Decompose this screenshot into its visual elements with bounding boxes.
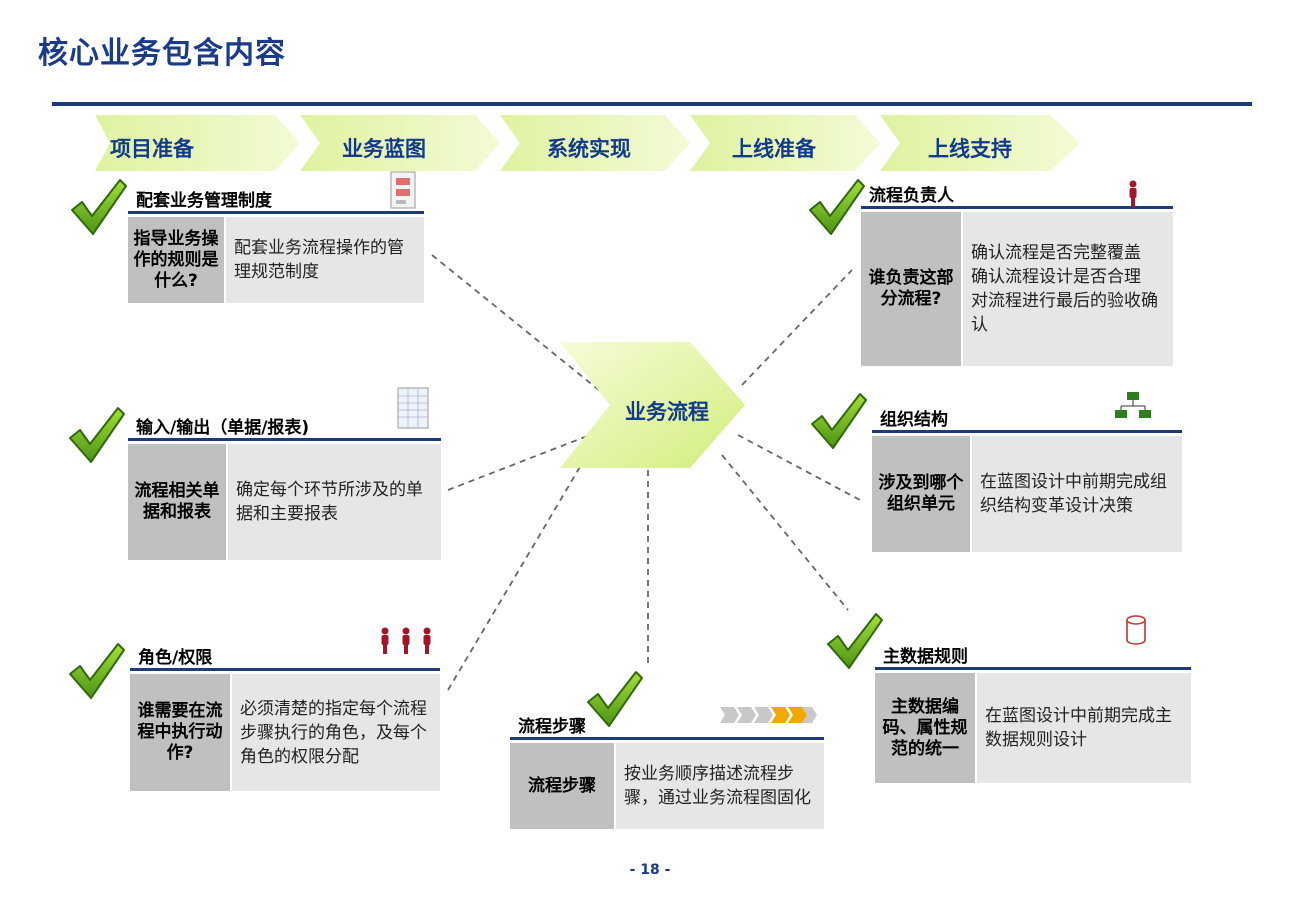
process-steps-icon bbox=[720, 707, 817, 723]
card-answer: 必须清楚的指定每个流程步骤执行的角色，及每个角色的权限分配 bbox=[240, 698, 427, 767]
person-icon bbox=[1129, 180, 1137, 207]
card-rule bbox=[875, 667, 1191, 670]
card-master: 主数据规则 主数据编码、属性规范的统一 在蓝图设计中前期完成主数据规则设计 bbox=[875, 642, 1191, 783]
card-question: 谁需要在流程中执行动作? bbox=[130, 674, 232, 791]
card-rule bbox=[130, 668, 440, 671]
phase-chevron-5 bbox=[880, 115, 1080, 171]
card-rule bbox=[128, 211, 424, 214]
card-rule bbox=[510, 737, 824, 740]
card-answer: 配套业务流程操作的管理规范制度 bbox=[234, 238, 404, 282]
phase-chevrons bbox=[95, 115, 1080, 171]
center-label: 业务流程 bbox=[625, 400, 709, 424]
phase-chevron-3 bbox=[500, 115, 690, 171]
phase-label-1: 项目准备 bbox=[110, 137, 194, 161]
card-question: 指导业务操作的规则是什么? bbox=[128, 217, 226, 303]
card-rule bbox=[861, 206, 1173, 209]
card-rule bbox=[872, 430, 1182, 433]
card-steps: 流程步骤 流程步骤 按业务顺序描述流程步骤，通过业务流程图固化 bbox=[510, 712, 824, 829]
connector-master bbox=[721, 454, 849, 611]
check-icon bbox=[68, 176, 128, 236]
card-title: 流程负责人 bbox=[869, 186, 954, 206]
card-title: 主数据规则 bbox=[883, 647, 968, 667]
connector-roles bbox=[447, 449, 591, 691]
connector-rules bbox=[431, 254, 606, 396]
card-answer: 按业务顺序描述流程步骤，通过业务流程图固化 bbox=[624, 764, 811, 808]
card-question: 流程步骤 bbox=[510, 743, 616, 829]
phase-chevron-2 bbox=[300, 115, 500, 171]
card-answer: 确认流程是否完整覆盖 确认流程设计是否合理 对流程进行最后的验收确认 bbox=[971, 243, 1158, 335]
phase-label-2: 业务蓝图 bbox=[342, 137, 426, 161]
card-title: 组织结构 bbox=[880, 410, 948, 430]
people-icon bbox=[381, 627, 431, 654]
database-icon bbox=[1126, 615, 1146, 645]
title-divider bbox=[52, 102, 1252, 106]
card-question: 主数据编码、属性规范的统一 bbox=[875, 673, 977, 783]
check-icon bbox=[806, 176, 866, 236]
page-title: 核心业务包含内容 bbox=[38, 36, 286, 71]
connector-org bbox=[737, 434, 861, 501]
check-icon bbox=[66, 640, 126, 700]
center-process-arrow bbox=[560, 342, 745, 468]
card-question: 涉及到哪个组织单元 bbox=[872, 436, 972, 552]
card-answer: 在蓝图设计中前期完成主数据规则设计 bbox=[985, 706, 1172, 750]
card-title: 配套业务管理制度 bbox=[136, 191, 272, 211]
card-title: 输入/输出（单据/报表) bbox=[136, 418, 310, 438]
spreadsheet-icon bbox=[397, 387, 429, 429]
card-owner: 流程负责人 谁负责这部分流程? 确认流程是否完整覆盖 确认流程设计是否合理 对流… bbox=[861, 181, 1173, 366]
card-answer: 在蓝图设计中前期完成组织结构变革设计决策 bbox=[980, 472, 1167, 516]
card-question: 谁负责这部分流程? bbox=[861, 212, 963, 366]
phase-chevron-1 bbox=[95, 115, 300, 171]
page-number: - 18 - bbox=[629, 862, 671, 878]
card-rule bbox=[128, 438, 441, 441]
org-chart-icon bbox=[1115, 392, 1151, 418]
card-rules: 配套业务管理制度 指导业务操作的规则是什么? 配套业务流程操作的管理规范制度 bbox=[128, 186, 424, 303]
phase-bar: 项目准备 业务蓝图 系统实现 上线准备 上线支持 bbox=[0, 0, 1300, 180]
check-icon bbox=[66, 404, 126, 464]
card-title: 角色/权限 bbox=[138, 648, 213, 668]
phase-label-3: 系统实现 bbox=[547, 137, 631, 161]
card-io: 输入/输出（单据/报表) 流程相关单据和报表 确定每个环节所涉及的单据和主要报表 bbox=[128, 413, 441, 560]
phase-chevron-4 bbox=[690, 115, 880, 171]
check-icon bbox=[808, 390, 868, 450]
card-org: 组织结构 涉及到哪个组织单元 在蓝图设计中前期完成组织结构变革设计决策 bbox=[872, 405, 1182, 552]
connector-owner bbox=[741, 269, 853, 386]
card-question: 流程相关单据和报表 bbox=[128, 444, 228, 560]
document-icon bbox=[390, 171, 416, 209]
card-roles: 角色/权限 谁需要在流程中执行动作? 必须清楚的指定每个流程步骤执行的角色，及每… bbox=[130, 643, 440, 791]
phase-label-4: 上线准备 bbox=[732, 137, 816, 161]
card-title: 流程步骤 bbox=[518, 717, 586, 737]
connector-io bbox=[447, 434, 591, 491]
card-answer: 确定每个环节所涉及的单据和主要报表 bbox=[236, 480, 423, 524]
phase-label-5: 上线支持 bbox=[928, 137, 1012, 161]
